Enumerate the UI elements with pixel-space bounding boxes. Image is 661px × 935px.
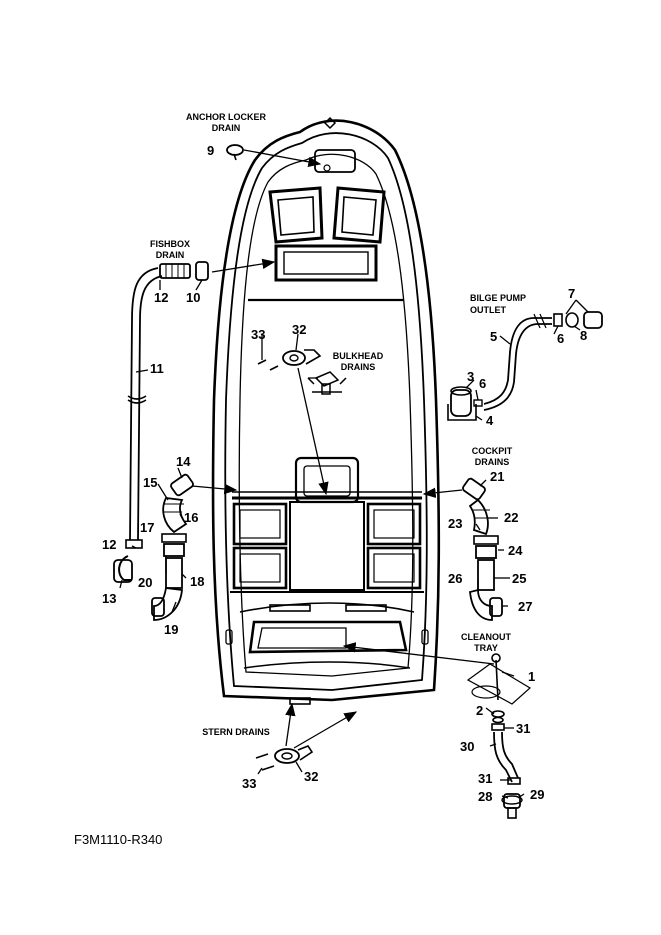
part-number-18: 18 xyxy=(190,574,204,589)
part-number-16: 16 xyxy=(184,510,198,525)
part-number-5: 5 xyxy=(490,329,497,344)
part-number-1: 1 xyxy=(528,669,535,684)
part-number-4: 4 xyxy=(486,413,494,428)
part-number-22: 22 xyxy=(504,510,518,525)
part-number-13: 13 xyxy=(102,591,116,606)
port-cockpit-drain-assembly xyxy=(151,473,194,621)
bilge-pump-outlet-label-2: OUTLET xyxy=(470,305,506,315)
part-number-10: 10 xyxy=(186,290,200,305)
part-number-29: 29 xyxy=(530,787,544,802)
part-number-9: 9 xyxy=(207,143,214,158)
anchor-locker-drain-label-1: ANCHOR LOCKER xyxy=(186,112,266,122)
part-number-31-upper: 31 xyxy=(516,721,530,736)
cleanout-tray-label-1: CLEANOUT xyxy=(461,632,511,642)
part-number-32-upper: 32 xyxy=(292,322,306,337)
part-number-30: 30 xyxy=(460,739,474,754)
bulkhead-drain-flange xyxy=(257,349,322,371)
part-number-6-pump: 6 xyxy=(479,376,486,391)
part-number-6-outlet: 6 xyxy=(557,331,564,346)
part-number-24: 24 xyxy=(508,543,523,558)
part-number-32-lower: 32 xyxy=(304,769,318,784)
starboard-cockpit-drain-assembly xyxy=(462,477,503,621)
part-number-25: 25 xyxy=(512,571,526,586)
bulkhead-drains-label-1: BULKHEAD xyxy=(333,351,384,361)
figure-code: F3M1110-R340 xyxy=(74,832,163,847)
part-number-14: 14 xyxy=(176,454,191,469)
bulkhead-drains-label-2: DRAINS xyxy=(341,362,376,372)
part-number-12-lower: 12 xyxy=(102,537,116,552)
bilge-pump-outlet-label-1: BILGE PUMP xyxy=(470,293,526,303)
part-number-33-lower: 33 xyxy=(242,776,256,791)
cockpit-bench xyxy=(230,456,424,593)
fishbox-drain-label-1: FISHBOX xyxy=(150,239,190,249)
part-number-28: 28 xyxy=(478,789,492,804)
part-number-3: 3 xyxy=(467,369,474,384)
bilge-pump-assembly xyxy=(447,311,603,421)
part-number-15: 15 xyxy=(143,475,157,490)
stern-drain-fitting xyxy=(255,745,314,771)
stern-drains-label: STERN DRAINS xyxy=(202,727,270,737)
part-number-20: 20 xyxy=(138,575,152,590)
leader-lines xyxy=(119,149,589,799)
part-number-11: 11 xyxy=(150,361,164,376)
cockpit-drains-label-1: COCKPIT xyxy=(472,446,513,456)
part-number-31-lower: 31 xyxy=(478,771,492,786)
part-number-33-upper: 33 xyxy=(251,327,265,342)
part-number-27: 27 xyxy=(518,599,532,614)
part-number-12-upper: 12 xyxy=(154,290,168,305)
anchor-drain-fitting xyxy=(226,144,244,161)
fishbox-hose-assembly xyxy=(113,261,209,583)
cockpit-drains-label-2: DRAINS xyxy=(475,457,510,467)
cleanout-tray-assembly xyxy=(466,653,532,819)
part-number-26: 26 xyxy=(448,571,462,586)
part-number-2: 2 xyxy=(476,703,483,718)
forward-lockers xyxy=(248,186,404,302)
caption-labels: ANCHOR LOCKER DRAIN FISHBOX DRAIN BILGE … xyxy=(150,112,526,737)
part-number-callouts: 1 2 3 4 5 6 6 7 8 9 10 11 12 12 13 14 15… xyxy=(102,143,587,804)
boat-hull xyxy=(211,116,441,705)
fishbox-drain-label-2: DRAIN xyxy=(156,250,185,260)
part-number-23: 23 xyxy=(448,516,462,531)
part-number-21: 21 xyxy=(490,469,504,484)
part-number-19: 19 xyxy=(164,622,178,637)
part-number-8: 8 xyxy=(580,328,587,343)
part-number-17: 17 xyxy=(140,520,154,535)
bulkhead-drain-fitting xyxy=(307,371,347,395)
stern-area xyxy=(225,602,429,705)
part-number-7: 7 xyxy=(568,286,575,301)
anchor-locker-drain-label-2: DRAIN xyxy=(212,123,241,133)
cleanout-tray-label-2: TRAY xyxy=(474,643,498,653)
